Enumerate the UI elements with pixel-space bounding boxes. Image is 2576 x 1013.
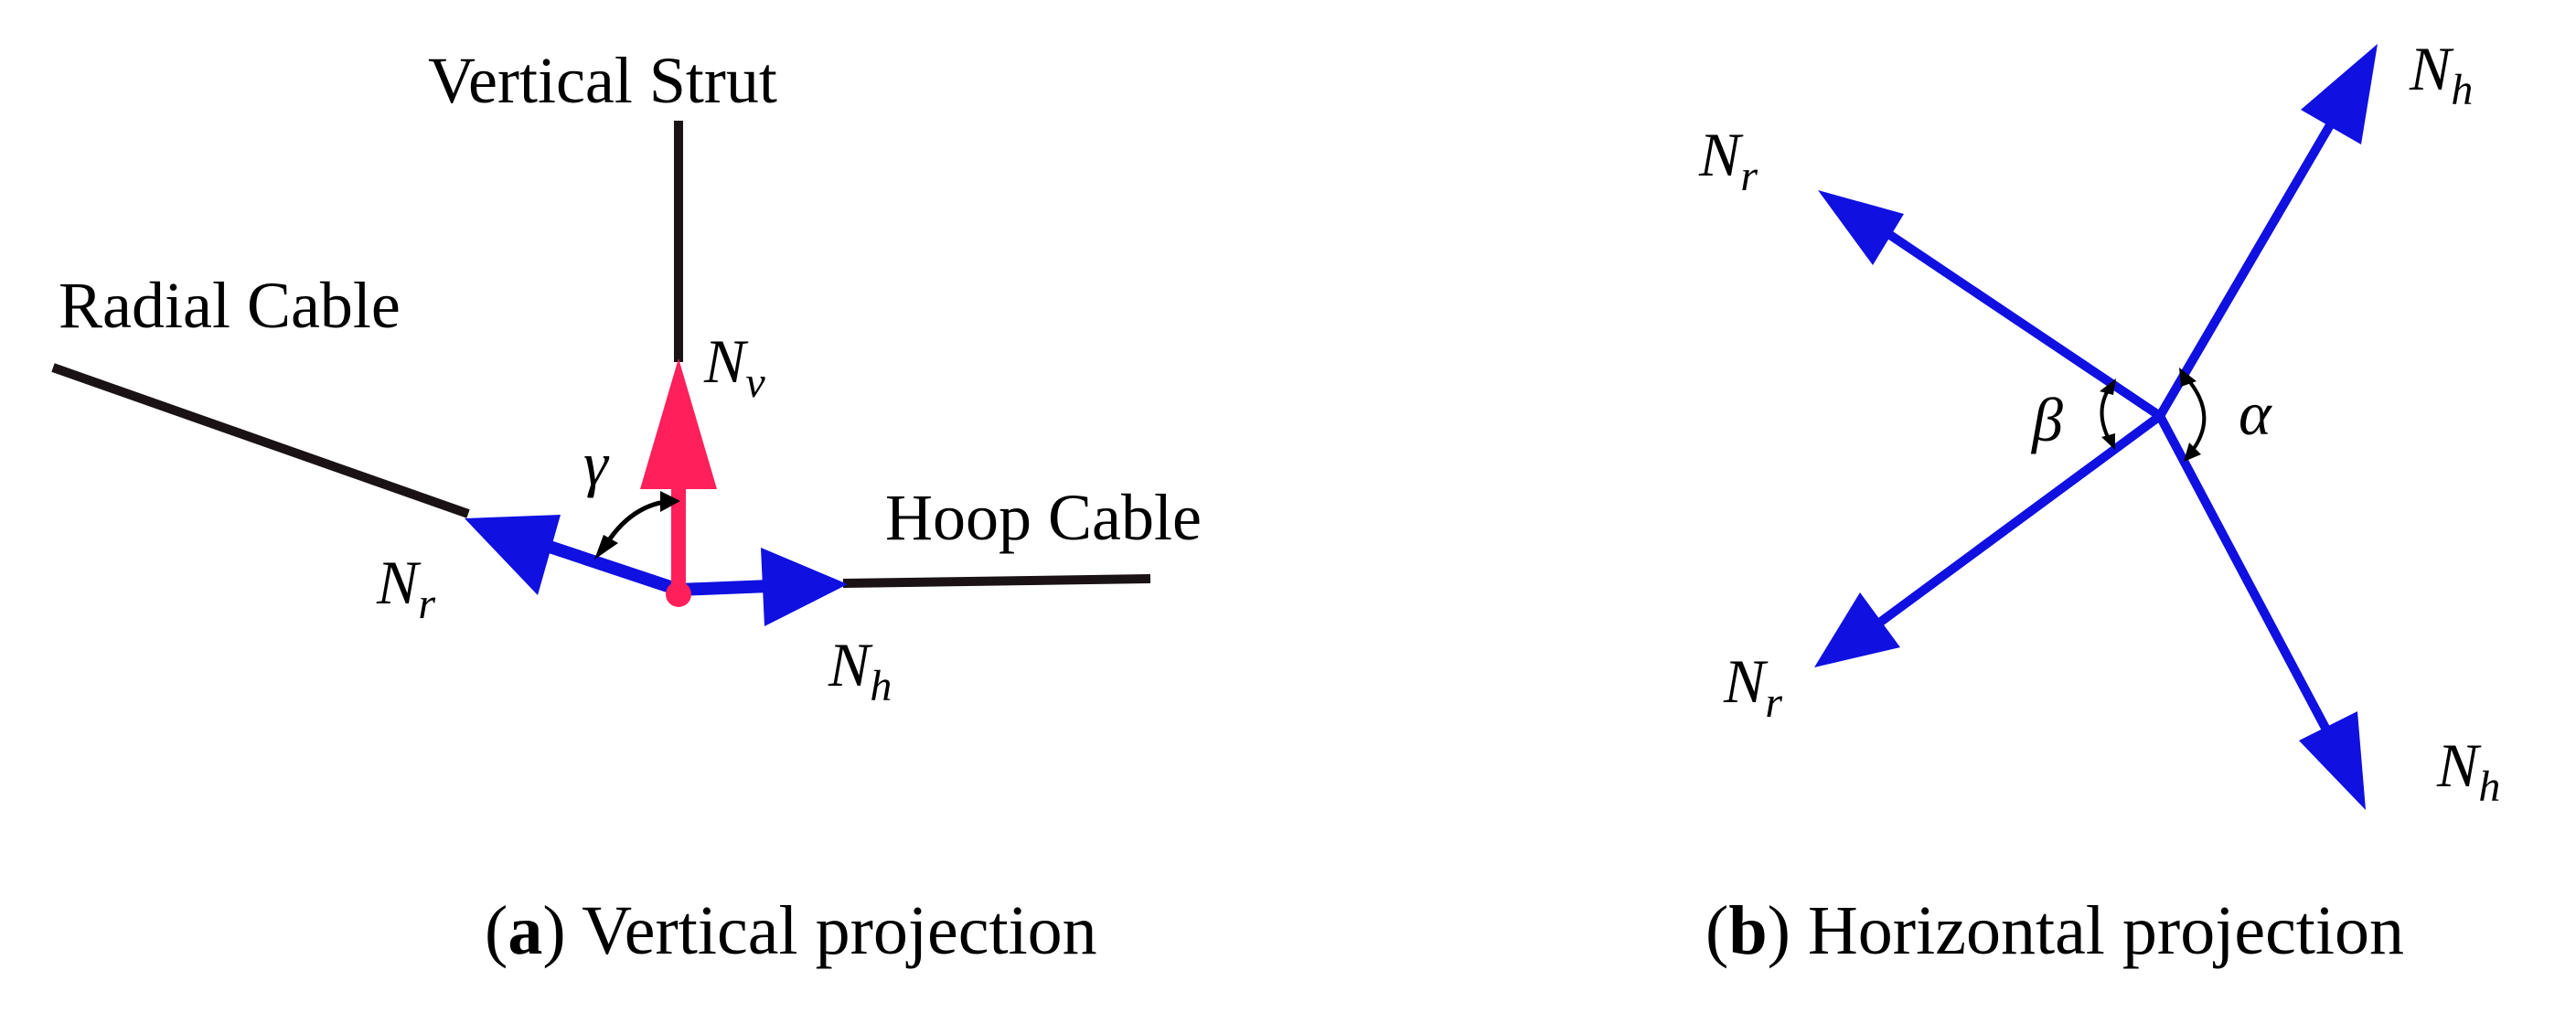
- force-arrow-nr-top: [1818, 190, 2163, 421]
- caption-letter-a: a: [508, 892, 543, 969]
- caption-panel-b: (b) Horizontal projection: [1705, 892, 2405, 969]
- force-arrow-nh: [678, 548, 848, 626]
- label-angle-alpha: α: [2239, 379, 2272, 448]
- radial-cable-member: [51, 363, 470, 518]
- label-radial-cable: Radial Cable: [59, 269, 401, 342]
- label-force-nv: Nv: [703, 326, 765, 407]
- angle-alpha-arc: [2179, 368, 2207, 462]
- force-arrow-nh-bottom: [2155, 413, 2366, 810]
- caption-text-a: Vertical projection: [565, 892, 1097, 969]
- caption-panel-a: (a) Vertical projection: [485, 892, 1097, 969]
- label-angle-gamma: γ: [583, 429, 610, 498]
- label-force-nh: Nh: [828, 630, 892, 710]
- label-angle-beta: β: [2030, 385, 2063, 454]
- caption-text-b: Horizontal projection: [1790, 892, 2405, 969]
- force-arrow-nr-bottom: [1814, 411, 2163, 667]
- caption-letter-b: b: [1728, 892, 1768, 969]
- panel-b-horizontal-projection: Nh Nr Nr Nh α β: [1698, 34, 2500, 811]
- panel-a-vertical-projection: Vertical Strut Radial Cable Hoop Cable N…: [51, 44, 1202, 710]
- label-force-nh-top: Nh: [2409, 34, 2473, 114]
- joint-node: [666, 581, 691, 607]
- hoop-cable-member: [842, 574, 1151, 588]
- force-arrow-nv: [640, 358, 717, 607]
- label-force-nr: Nr: [376, 548, 435, 628]
- label-force-nr-top: Nr: [1698, 120, 1758, 200]
- angle-gamma-arc: [594, 491, 680, 560]
- force-arrow-nr: [465, 515, 681, 596]
- force-arrow-nh-top: [2155, 44, 2378, 419]
- angle-beta-arc: [2100, 379, 2116, 450]
- label-force-nh-bottom: Nh: [2436, 730, 2500, 811]
- label-hoop-cable: Hoop Cable: [885, 481, 1202, 554]
- label-force-nr-bottom: Nr: [1723, 646, 1782, 727]
- label-vertical-strut: Vertical Strut: [428, 44, 777, 117]
